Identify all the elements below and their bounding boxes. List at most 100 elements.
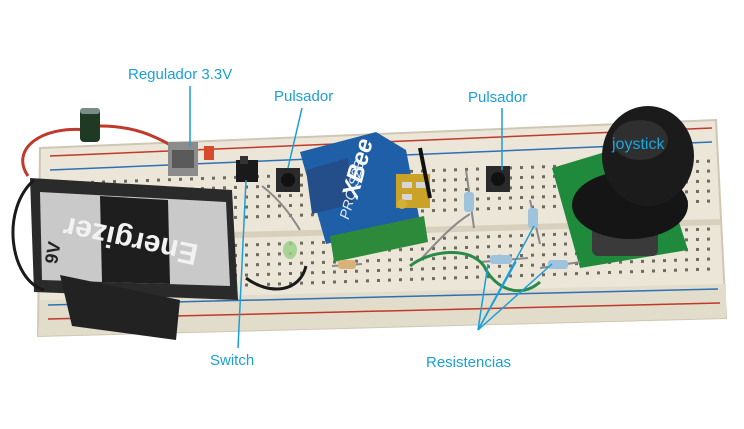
breadboard-hole [542,233,545,237]
breadboard-hole [454,178,457,182]
breadboard-hole [432,267,435,271]
breadboard-hole [487,207,490,211]
breadboard-hole [245,185,248,189]
breadboard-hole [256,215,259,219]
breadboard-hole [553,232,556,236]
breadboard-hole [234,215,237,219]
breadboard-hole [696,237,699,241]
breadboard-hole [454,256,457,260]
breadboard-hole [487,265,490,269]
breadboard-hole [630,260,633,264]
breadboard-hole [575,262,578,266]
breadboard-hole [410,277,413,281]
breadboard-hole [443,198,446,202]
breadboard-hole [564,252,567,256]
breadboard-hole [377,278,380,282]
breadboard-hole [311,271,314,275]
breadboard-hole [135,179,138,183]
breadboard-hole [300,183,303,187]
breadboard-hole [410,247,413,251]
breadboard-hole [322,250,325,254]
breadboard-hole [498,234,501,238]
breadboard-hole [498,264,501,268]
breadboard-hole [234,205,237,209]
breadboard-hole [344,270,347,274]
breadboard-hole [366,279,369,283]
breadboard-hole [256,253,259,257]
breadboard-hole [509,244,512,248]
breadboard-hole [465,255,468,259]
breadboard-hole [707,257,710,261]
breadboard-hole [443,246,446,250]
breadboard-hole [421,277,424,281]
breadboard-hole [619,270,622,274]
breadboard-hole [476,207,479,211]
jumper-wires [245,185,542,293]
breadboard-hole [696,159,699,163]
breadboard-hole [355,259,358,263]
breadboard-hole [564,242,567,246]
breadboard-hole [267,252,270,256]
breadboard-hole [564,272,567,276]
battery-9v: Energizer 9V [11,124,238,340]
breadboard-hole [465,167,468,171]
breadboard-hole [245,243,248,247]
breadboard-hole [542,195,545,199]
breadboard-hole [322,240,325,244]
breadboard-hole [553,164,556,168]
breadboard-hole [465,235,468,239]
breadboard-hole [234,175,237,179]
breadboard-hole [509,176,512,180]
breadboard-hole [542,273,545,277]
breadboard-hole [322,260,325,264]
breadboard-hole [267,174,270,178]
breadboard-hole [553,184,556,188]
breadboard-hole [586,271,589,275]
breadboard-hole [267,242,270,246]
breadboard-hole [542,253,545,257]
breadboard-hole [212,186,215,190]
breadboard-hole [476,245,479,249]
breadboard-hole [498,244,501,248]
breadboard-hole [300,271,303,275]
breadboard-hole [707,189,710,193]
breadboard-hole [245,283,248,287]
breadboard-hole [520,234,523,238]
breadboard-hole [553,272,556,276]
breadboard-hole [410,257,413,261]
breadboard-hole [278,242,281,246]
breadboard-hole [278,214,281,218]
breadboard-hole [256,185,259,189]
breadboard-hole [531,243,534,247]
breadboard-hole [652,269,655,273]
breadboard-hole [630,270,633,274]
breadboard-hole [355,269,358,273]
breadboard-hole [509,274,512,278]
joystick-module [552,106,694,268]
breadboard-hole [454,276,457,280]
slide-switch [236,156,258,182]
breadboard-hole [476,235,479,239]
breadboard-hole [311,261,314,265]
breadboard-hole [553,252,556,256]
breadboard-hole [509,234,512,238]
breadboard-hole [157,178,160,182]
breadboard-hole [421,169,424,173]
breadboard-hole [300,213,303,217]
breadboard-hole [465,265,468,269]
breadboard-hole [421,247,424,251]
breadboard-hole [465,275,468,279]
breadboard-hole [476,167,479,171]
breadboard-hole [476,255,479,259]
breadboard-hole [542,165,545,169]
voltage-regulator [168,142,214,176]
breadboard-hole [707,169,710,173]
breadboard-hole [509,206,512,210]
resistor-3 [479,255,529,264]
breadboard-hole [322,280,325,284]
breadboard-hole [509,264,512,268]
breadboard-hole [267,282,270,286]
breadboard-hole [278,252,281,256]
breadboard-hole [553,194,556,198]
